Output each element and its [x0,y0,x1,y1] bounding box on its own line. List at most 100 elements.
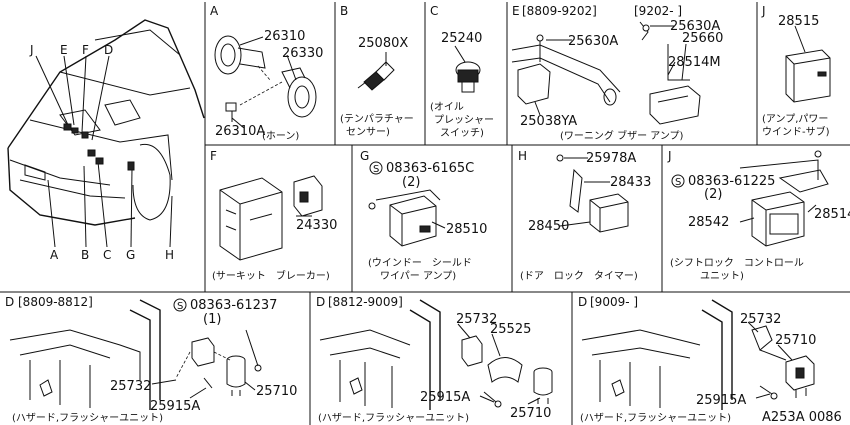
part-25915a-d1: 25915A [150,399,200,414]
diagram-id: A253A 0086 [762,410,842,425]
caption-j1-line1: (アンプ,パワー [762,113,828,125]
part-25630a-e2: 25630A [670,19,720,34]
part-25710-d1: 25710 [256,384,297,399]
caption-j2-line1: (シフトロック コントロール [670,257,804,269]
caption-j2-line2: ユニット) [700,271,744,282]
panel-e-warning-buzzer: E [8809-9202] [9202- ] 25630A 25038YA 25… [511,4,723,142]
caption-a: (ホーン) [262,130,299,142]
panel-a-letter: A [210,4,219,18]
part-25915a-d3: 25915A [696,393,746,408]
part-25732-d2: 25732 [456,312,497,327]
panel-g-wiper-amp: G S 08363-6165C (2) 28510 (ウインドー シールド ワイ… [360,149,487,282]
screw-symbol-d1 [173,298,187,312]
car-label-a: A [50,248,59,262]
svg-text:S: S [373,164,379,175]
panel-d1-hazard-flasher: D [8809-8812] S 08363-61237 (1) 25732 25… [5,295,297,424]
screw-j: 08363-61225 [688,174,775,189]
caption-f: (サーキット ブレーカー) [212,269,330,282]
part-28510: 28510 [446,222,487,237]
panel-j1-letter: J [761,4,766,18]
panel-j2-letter: J [667,149,672,163]
part-25732-d3: 25732 [740,312,781,327]
panel-d3-date: [9009- ] [590,295,638,309]
panel-c-oil-switch: C 25240 (オイル プレッシャー スイッチ) [430,4,494,139]
car-label-f: F [82,43,89,57]
part-28514: 28514 [814,207,850,222]
part-25080x: 25080X [358,36,408,51]
part-28542: 28542 [688,215,729,230]
panel-d3-hazard-flasher: D [9009- ] 25732 25710 25915A (ハザード,フラッシ… [578,295,816,424]
part-25915a-d2: 25915A [420,390,470,405]
caption-c-line3: スイッチ) [440,127,484,139]
panel-j-shift-lock: J S 08363-61225 (2) 28542 28514 (シフトロック … [667,149,850,282]
car-label-e: E [60,43,68,57]
caption-d1: (ハザード,フラッシャーユニット) [12,412,163,424]
car-label-j: J [29,43,34,57]
caption-j1-line2: ウインド-サブ) [762,125,830,138]
caption-h: (ドア ロック タイマー) [520,270,638,282]
panel-b-letter: B [340,4,348,18]
panel-j-power-window: J 28515 (アンプ,パワー ウインド-サブ) [761,4,831,138]
panel-g-letter: G [360,149,369,163]
car-label-b: B [81,248,89,262]
svg-text:S: S [675,177,681,188]
part-25240: 25240 [441,31,482,46]
part-28515: 28515 [778,14,819,29]
panel-e2-date: [9202- ] [634,4,682,18]
panel-h-door-lock-timer: H 25978A 28433 28450 (ドア ロック タイマー) [518,149,651,282]
part-25660: 25660 [682,31,723,46]
panel-h-letter: H [518,149,527,163]
panel-d1-letter: D [5,295,14,309]
car-label-c: C [103,248,111,262]
part-28514m: 28514M [668,55,721,70]
panel-e-letter: E [512,4,520,18]
svg-text:S: S [177,301,183,312]
caption-e: (ワーニング ブザー アンプ) [560,129,684,142]
screw-symbol-j [671,174,685,188]
qty-d1: (1) [203,312,221,327]
caption-b-line2: センサー) [346,126,390,138]
qty-g: (2) [402,175,420,190]
panel-d2-letter: D [316,295,325,309]
part-25978a: 25978A [586,151,636,166]
car-label-h: H [165,248,174,262]
qty-j: (2) [704,187,722,202]
panel-d2-hazard-flasher: D [8812-9009] 25732 25525 25915A 25710 (… [316,295,553,424]
screw-symbol-g [369,161,383,175]
panel-b-temp-sensor: B 25080X (テンパラチャー センサー) [340,4,414,138]
panel-d3-letter: D [578,295,587,309]
part-28433: 28433 [610,175,651,190]
caption-d3: (ハザード,フラッシャーユニット) [580,412,731,424]
screw-g: 08363-6165C [386,161,474,176]
part-25710-d3: 25710 [775,333,816,348]
part-25525: 25525 [490,322,531,337]
part-25732-d1: 25732 [110,379,151,394]
caption-c-line2: プレッシャー [434,114,494,126]
caption-g-line1: (ウインドー シールド [368,257,472,269]
panel-c-letter: C [430,4,438,18]
part-28450: 28450 [528,219,569,234]
part-26330: 26330 [282,46,323,61]
part-24330: 24330 [296,218,337,233]
caption-g-line2: ワイパー アンプ) [380,270,456,282]
caption-b-line1: (テンパラチャー [340,113,414,125]
car-letter-labels: J E F D A B C G H [29,43,174,262]
panel-d1-date: [8809-8812] [18,295,93,309]
caption-d2: (ハザード,フラッシャーユニット) [318,412,469,424]
car-overview [7,19,205,248]
part-26310: 26310 [264,29,305,44]
part-26310a: 26310A [215,124,265,139]
car-label-g: G [126,248,135,262]
panel-d2-date: [8812-9009] [328,295,403,309]
panel-f-circuit-breaker: F 24330 (サーキット ブレーカー) [210,149,337,282]
panel-e1-date: [8809-9202] [522,4,597,18]
part-25630a-e1: 25630A [568,34,618,49]
screw-d1: 08363-61237 [190,298,277,313]
panel-f-letter: F [210,149,217,163]
panel-a-horn: A 26310 26330 26310A (ホーン) [210,4,323,142]
part-25038ya: 25038YA [520,114,577,129]
caption-c-line1: (オイル [430,101,464,113]
part-25710-d2: 25710 [510,406,551,421]
car-label-d: D [104,43,113,57]
